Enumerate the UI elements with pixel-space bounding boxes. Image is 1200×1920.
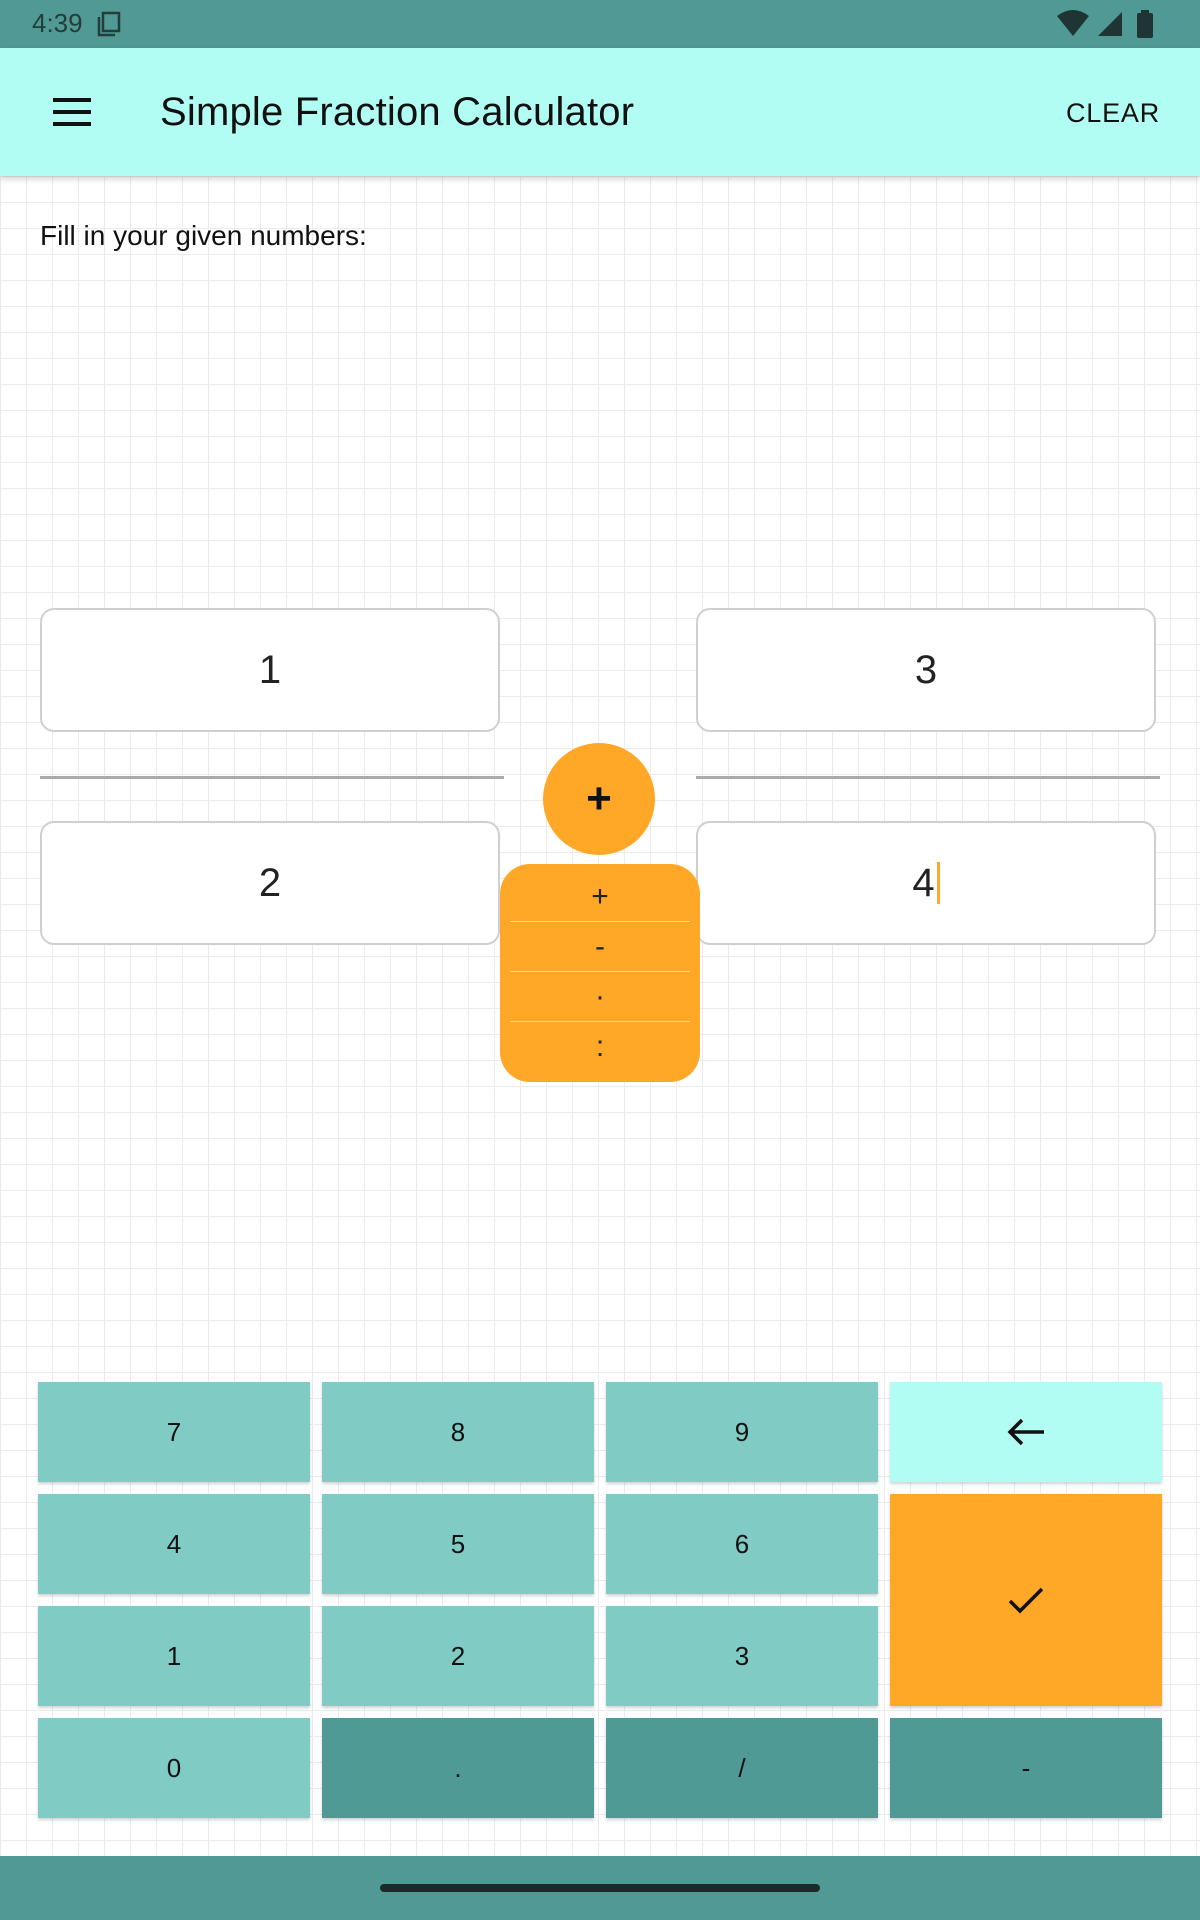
hamburger-menu-icon[interactable] (42, 88, 102, 136)
key-2[interactable]: 2 (322, 1606, 594, 1706)
key-4[interactable]: 4 (38, 1494, 310, 1594)
left-fraction-line (40, 776, 504, 779)
page-title: Simple Fraction Calculator (160, 90, 635, 134)
key-8[interactable]: 8 (322, 1382, 594, 1482)
operator-option-plus[interactable]: + (510, 872, 690, 922)
clear-button[interactable]: CLEAR (1065, 98, 1160, 128)
battery-icon (1137, 10, 1153, 38)
operator-button[interactable]: + (543, 743, 655, 855)
key-9[interactable]: 9 (606, 1382, 878, 1482)
app-bar: Simple Fraction Calculator CLEAR (0, 48, 1200, 176)
status-bar: 4:39 (0, 0, 1200, 48)
right-numerator-input[interactable]: 3 (696, 608, 1156, 732)
right-denominator-value: 4 (912, 860, 935, 905)
backspace-button[interactable] (890, 1382, 1162, 1482)
calculator-content: Fill in your given numbers: 1 2 3 4 + + … (0, 176, 1200, 1856)
operator-option-multiply[interactable]: · (510, 972, 690, 1022)
right-denominator-input[interactable]: 4 (696, 821, 1156, 945)
key-fraction-slash[interactable]: / (606, 1718, 878, 1818)
key-1[interactable]: 1 (38, 1606, 310, 1706)
key-5[interactable]: 5 (322, 1494, 594, 1594)
checkmark-icon (1008, 1587, 1044, 1614)
key-decimal[interactable]: . (322, 1718, 594, 1818)
prompt-label: Fill in your given numbers: (40, 220, 367, 251)
navigation-bar (0, 1856, 1200, 1920)
key-negative[interactable]: - (890, 1718, 1162, 1818)
screenshot-icon (96, 11, 122, 37)
left-numerator-value: 1 (258, 647, 282, 692)
right-numerator-value: 3 (914, 647, 938, 692)
status-time: 4:39 (32, 8, 83, 38)
left-denominator-value: 2 (258, 860, 282, 905)
home-gesture-handle[interactable] (380, 1884, 820, 1892)
arrow-left-icon (1007, 1418, 1044, 1446)
left-denominator-input[interactable]: 2 (40, 821, 500, 945)
signal-icon (1098, 12, 1122, 36)
wifi-icon (1057, 10, 1089, 36)
operator-menu: + - · : (500, 864, 700, 1082)
key-0[interactable]: 0 (38, 1718, 310, 1818)
right-fraction-line (696, 776, 1160, 779)
key-6[interactable]: 6 (606, 1494, 878, 1594)
operator-option-minus[interactable]: - (510, 922, 690, 972)
key-7[interactable]: 7 (38, 1382, 310, 1482)
text-cursor (936, 862, 940, 904)
operator-option-divide[interactable]: : (595, 1030, 605, 1063)
key-3[interactable]: 3 (606, 1606, 878, 1706)
confirm-button[interactable] (890, 1494, 1162, 1706)
left-numerator-input[interactable]: 1 (40, 608, 500, 732)
status-icons (1056, 8, 1174, 40)
